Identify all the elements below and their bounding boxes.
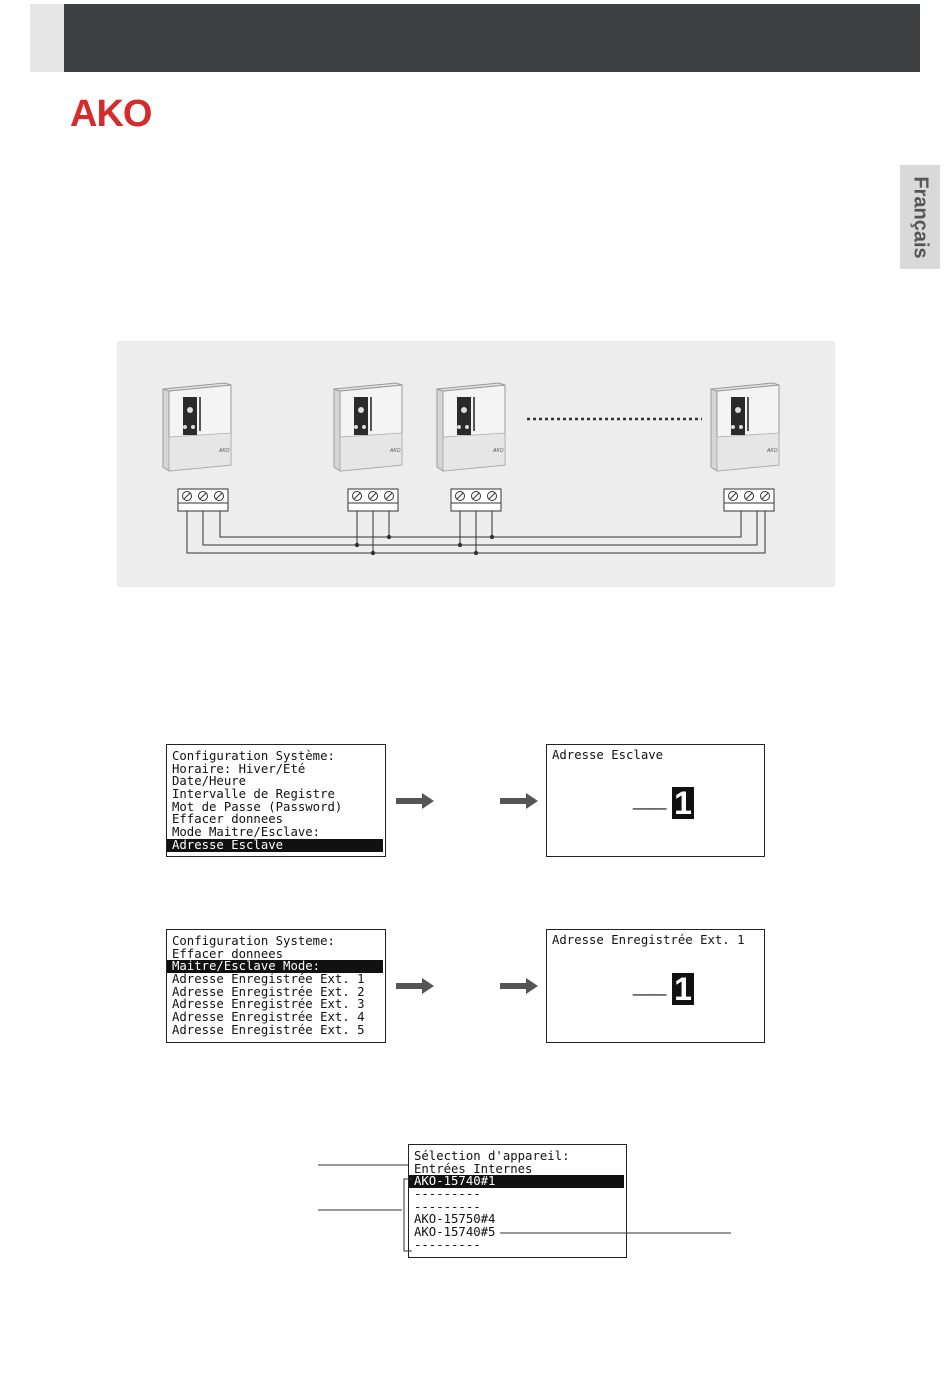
menu-item: Configuration Système: [172,749,335,763]
lcd-registered-address: Adresse Enregistrée Ext. 1 __ 1 [546,929,765,1043]
menu-item-selected: AKO-15740#1 [409,1175,624,1189]
lcd-device-selection: Sélection d'appareil: Entrées Internes A… [408,1144,627,1258]
screen-title: Adresse Enregistrée Ext. 1 [552,933,745,947]
header-accent [30,4,64,72]
screen-title: Adresse Esclave [552,748,664,762]
lcd-slave-address: Adresse Esclave __ 1 [546,744,765,857]
menu-item: Adresse Enregistrée Ext. 3 [172,997,365,1012]
menu-item: Entrées Internes [414,1161,533,1176]
header-bar [64,4,920,72]
menu-item: Effacer donnees [172,946,284,961]
ako-logo: AKO [70,93,152,135]
lcd-system-config-menu: Configuration Système: Horaire: Hiver/Et… [166,744,386,857]
wire-junctions [354,534,495,556]
address-value: 1 [672,973,694,1005]
arrow-right-icon [396,793,434,809]
menu-item: Effacer donnees [172,812,284,827]
language-tab[interactable] [900,165,940,269]
lcd-master-config-menu: Configuration Systeme: Effacer donnees M… [166,929,386,1043]
menu-item: Mode Maitre/Esclave: [172,825,321,840]
menu-item-selected: Maitre/Esclave Mode: [167,960,383,974]
menu-item: Intervalle de Registre [172,787,335,802]
menu-item: Adresse Enregistrée Ext. 4 [172,1010,365,1025]
menu-item: AKO-15750#4 [414,1212,496,1227]
menu-item: Adresse Enregistrée Ext. 1 [172,972,365,987]
arrow-right-icon [500,793,538,809]
menu-item: --------- [414,1199,481,1214]
wiring-diagram: AKO [117,341,835,587]
menu-item: Adresse Enregistrée Ext. 2 [172,984,365,999]
menu-item: --------- [414,1237,481,1252]
address-value: 1 [672,787,694,819]
menu-item: AKO-15740#5 [414,1225,496,1240]
menu-item: Sélection d'appareil: [414,1149,570,1163]
arrow-right-icon [396,978,434,994]
menu-item-selected: Adresse Esclave [167,839,383,852]
menu-item: Mot de Passe (Password) [172,799,343,814]
menu-item: Configuration Systeme: [172,934,335,948]
wiring-diagram-svg: AKO [162,382,780,556]
menu-item: Date/Heure [172,774,247,789]
menu-item: Adresse Enregistrée Ext. 5 [172,1022,365,1037]
menu-item: Horaire: Hiver/Eté [172,761,306,776]
arrow-right-icon [500,978,538,994]
menu-item: --------- [414,1187,481,1202]
